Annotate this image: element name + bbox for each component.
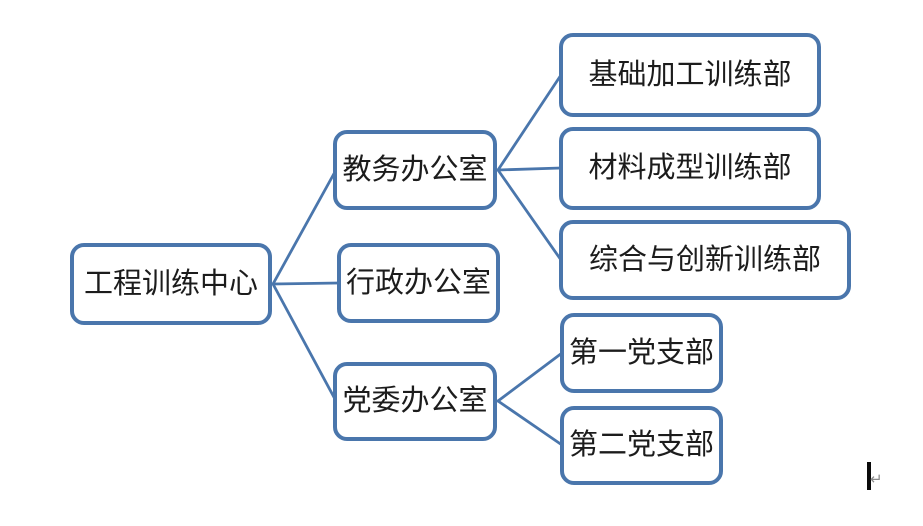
node-comprehensive-innovation-training-dept[interactable]: 综合与创新训练部 bbox=[559, 220, 851, 300]
node-academic-affairs-office[interactable]: 教务办公室 bbox=[333, 130, 497, 210]
connector-jiaowu-cailiao bbox=[496, 166, 563, 172]
connector-root-jiaowu bbox=[271, 168, 338, 286]
connector-root-xingzheng bbox=[271, 281, 341, 286]
node-label: 第二党支部 bbox=[568, 429, 714, 461]
node-label: 行政办公室 bbox=[345, 266, 491, 299]
caret-bar bbox=[867, 462, 871, 490]
connector-root-dangwei bbox=[271, 282, 338, 403]
node-engineering-training-center[interactable]: 工程训练中心 bbox=[70, 243, 272, 325]
node-label: 党委办公室 bbox=[342, 385, 488, 417]
node-label: 综合与创新训练部 bbox=[588, 243, 821, 276]
node-basic-machining-training-dept[interactable]: 基础加工训练部 bbox=[559, 33, 821, 117]
paragraph-return-icon: ↵ bbox=[870, 470, 883, 488]
node-label: 材料成型训练部 bbox=[588, 152, 792, 184]
connector-dangwei-diyi bbox=[496, 351, 564, 403]
node-label: 工程训练中心 bbox=[83, 267, 258, 300]
connector-dangwei-dier bbox=[496, 399, 564, 447]
text-cursor: ↵ bbox=[866, 462, 886, 492]
node-label: 第一党支部 bbox=[568, 336, 714, 369]
node-first-party-branch[interactable]: 第一党支部 bbox=[560, 313, 723, 393]
node-label: 基础加工训练部 bbox=[588, 58, 792, 91]
node-party-committee-office[interactable]: 党委办公室 bbox=[333, 362, 497, 441]
node-administrative-office[interactable]: 行政办公室 bbox=[337, 243, 500, 323]
node-second-party-branch[interactable]: 第二党支部 bbox=[560, 406, 723, 485]
connector-jiaowu-jichu bbox=[496, 73, 563, 172]
connector-jiaowu-zonghe bbox=[496, 168, 563, 262]
node-material-forming-training-dept[interactable]: 材料成型训练部 bbox=[559, 127, 821, 210]
node-label: 教务办公室 bbox=[342, 153, 488, 186]
